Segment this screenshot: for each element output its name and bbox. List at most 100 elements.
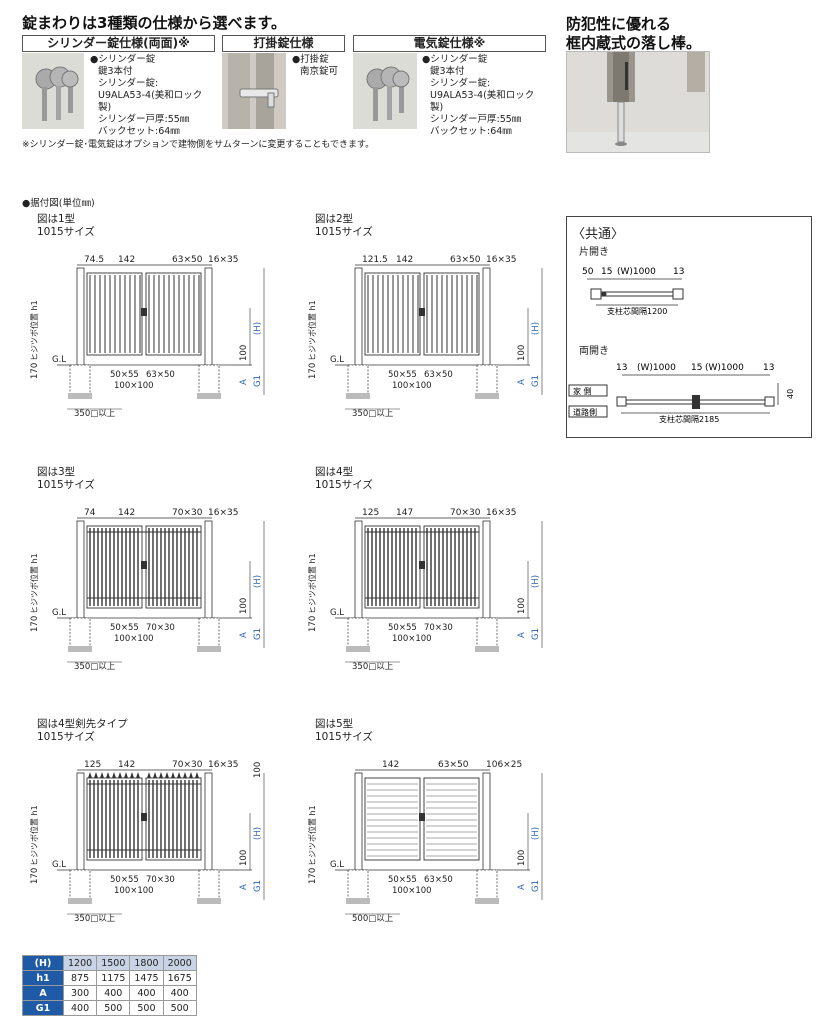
diagram-size: 1015サイズ: [37, 731, 95, 743]
bottom-dim: 100×100: [114, 886, 154, 896]
gl-label: G.L: [330, 860, 344, 870]
spec-line: ●シリンダー錠: [90, 54, 156, 65]
top-dim: 63×50: [450, 255, 481, 265]
dim-a: A: [239, 632, 249, 638]
bottom-dim: 100×100: [392, 886, 432, 896]
dim-170: 170: [308, 616, 318, 632]
single-dim-2: (W)1000: [617, 267, 656, 277]
lock-latch-heading: 打掛錠仕様: [222, 35, 345, 52]
spec-line: バックセット:64㎜: [430, 126, 512, 137]
bottom-dim: 50×55: [110, 370, 139, 380]
spec-line: ●打掛錠: [292, 54, 329, 65]
gl-label: G.L: [52, 608, 66, 618]
spec-row-label: h1: [22, 970, 64, 986]
height-label: (H): [531, 575, 541, 588]
bottom-dim: 50×55: [388, 623, 417, 633]
bottom-dim: 63×50: [424, 370, 453, 380]
top-dim: 70×30: [172, 508, 203, 518]
spec-line: シリンダー戸厚:55㎜: [430, 114, 522, 125]
bottom-dim: 100×100: [392, 634, 432, 644]
dim-170: 170: [30, 363, 40, 379]
double-dim-1: (W)1000: [637, 363, 676, 373]
lock-electric-heading: 電気錠仕様※: [353, 35, 546, 52]
diagram-size: 1015サイズ: [37, 479, 95, 491]
single-label: 片開き: [579, 247, 609, 258]
lock-latch-specs: ●打掛錠 南京錠可: [292, 54, 352, 78]
keys-icon: [22, 53, 84, 129]
top-dim: 74: [84, 508, 96, 518]
double-dim-2: 15: [691, 363, 702, 373]
spec-line: 鍵3本付: [98, 66, 133, 77]
lock-electric-specs: ●シリンダー錠 鍵3本付 シリンダー錠: U9ALA53-4(美和ロック製) シ…: [422, 54, 547, 138]
top-dim: 142: [118, 255, 135, 265]
keys-icon: [353, 53, 417, 129]
dim-100: 100: [517, 598, 527, 614]
top-dim: 63×50: [438, 760, 469, 770]
dim-170: 170: [308, 363, 318, 379]
top-dim: 16×35: [208, 255, 238, 265]
spec-cell: 1500: [96, 955, 131, 971]
hinge-label: ヒジツボ位置 h1: [29, 553, 39, 614]
road-side: 道路側: [573, 407, 597, 417]
base-dim: 350□以上: [74, 662, 116, 672]
top-dim: 16×35: [208, 508, 238, 518]
top-dim: 16×35: [486, 255, 516, 265]
top-dim: 70×30: [450, 508, 481, 518]
dim-100: 100: [239, 598, 249, 614]
common-plan-svg: 50 15 (W)1000 13 支柱芯間隔1200 13 (W)1000 15…: [568, 267, 795, 424]
height-label: (H): [531, 322, 541, 335]
dim-g1: G1: [253, 628, 263, 640]
bottom-dim: 50×55: [388, 370, 417, 380]
drop-rod-photo: [566, 51, 710, 153]
base-dim: 350□以上: [352, 662, 394, 672]
spec-row-label: (H): [22, 955, 64, 971]
dim-g1: G1: [531, 628, 541, 640]
bottom-dim: 70×30: [146, 623, 175, 633]
spec-line: U9ALA53-4(美和ロック製): [430, 90, 535, 113]
height-label: (H): [253, 827, 263, 840]
spec-row-label: A: [22, 985, 64, 1001]
top-dim: 147: [396, 508, 413, 518]
common-title: 〈共通〉: [572, 227, 625, 242]
diagram-title: 図は1型: [37, 213, 76, 225]
bottom-dim: 100×100: [114, 634, 154, 644]
base-dim: 350□以上: [74, 914, 116, 924]
spec-line: シリンダー錠:: [98, 78, 159, 89]
spec-cell: 2000: [162, 955, 197, 971]
spec-line: シリンダー錠:: [430, 78, 491, 89]
cylinder-keys-image: [22, 53, 84, 129]
bottom-dim: 100×100: [114, 381, 154, 391]
double-label: 両開き: [579, 346, 609, 357]
electric-keys-image: [353, 53, 417, 129]
top-dim: 142: [396, 255, 413, 265]
single-dim-1: 15: [601, 267, 612, 277]
bottom-dim: 100×100: [392, 381, 432, 391]
gl-label: G.L: [52, 860, 66, 870]
bottom-dim: 63×50: [146, 370, 175, 380]
diagram-title: 図は2型: [315, 213, 354, 225]
drop-rod-icon: [567, 52, 709, 152]
diagram-size: 1015サイズ: [315, 226, 373, 238]
dim-170: 170: [30, 868, 40, 884]
top-dim: 121.5: [362, 255, 388, 265]
top-dim: 142: [382, 760, 399, 770]
base-dim: 350□以上: [74, 409, 116, 419]
top-right-dim: 100: [253, 762, 263, 778]
dim-170: 170: [308, 868, 318, 884]
diagram-title: 図は4型剣先タイプ: [37, 718, 128, 730]
diagram-size: 1015サイズ: [37, 226, 95, 238]
dim-100: 100: [517, 345, 527, 361]
common-panel: 〈共通〉 片開き 両開き 50 15 (W)1000 13 支柱芯間隔1200 …: [566, 216, 812, 438]
bottom-dim: 70×30: [424, 623, 453, 633]
diagram-size: 1015サイズ: [315, 479, 373, 491]
top-dim: 16×35: [486, 508, 516, 518]
